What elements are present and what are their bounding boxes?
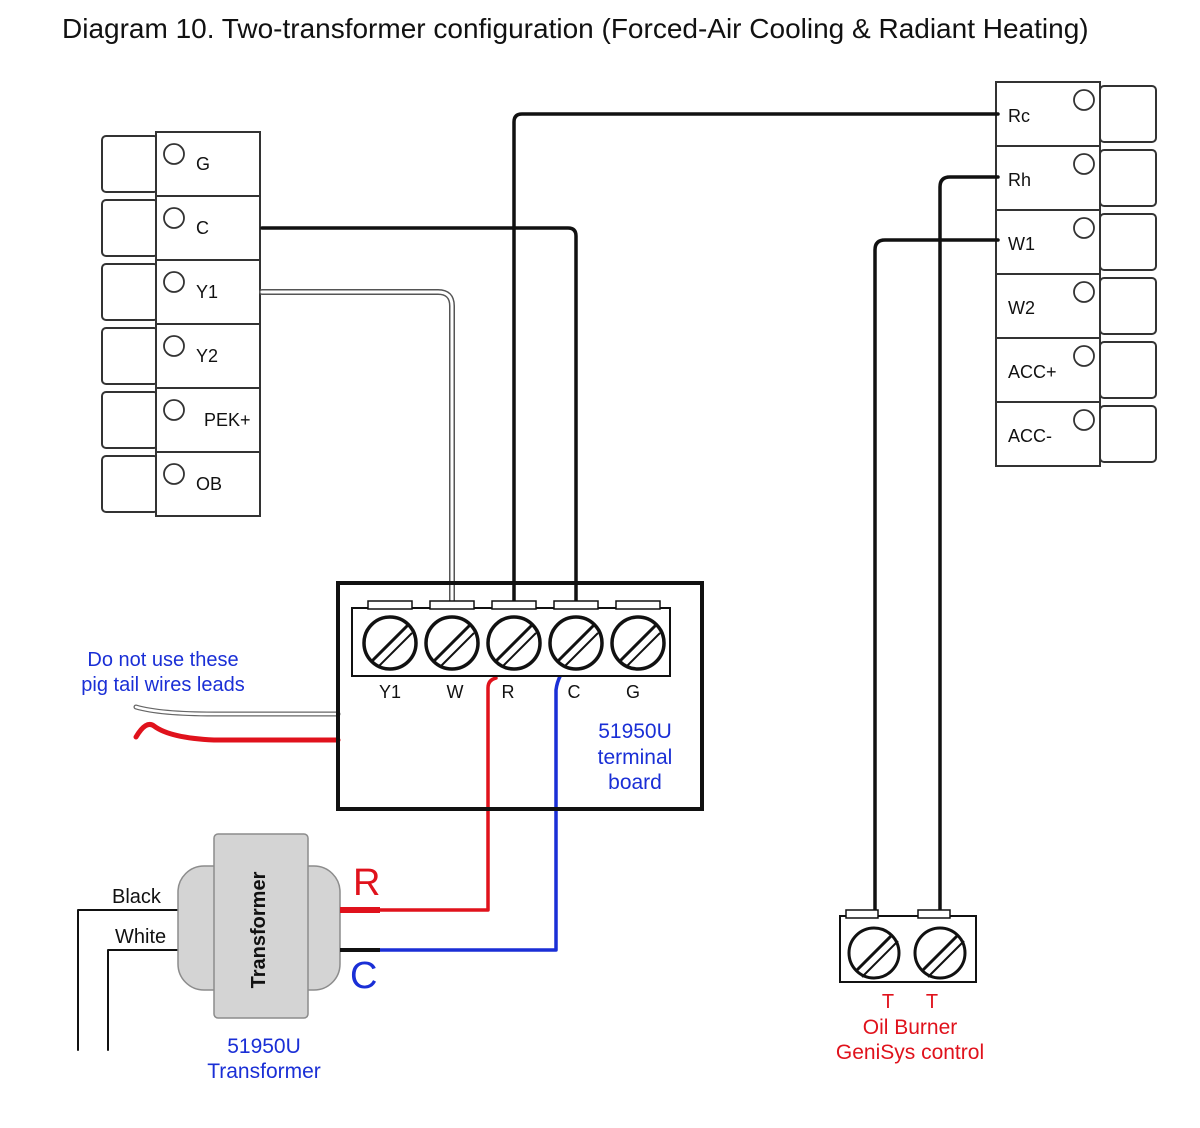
wire-line-white: [107, 949, 179, 1051]
oil-burner-terminal-t2: T: [926, 991, 938, 1013]
right-terminal-label: W1: [1008, 234, 1035, 254]
right-terminal-w2: W2: [995, 273, 1157, 339]
terminal-board-screws: [351, 600, 671, 677]
board-label-w: W: [447, 682, 464, 702]
wire-line-black: [77, 909, 179, 1051]
wire-y1-to-w-outline: [259, 289, 455, 608]
board-screw-5: [610, 600, 666, 671]
wire-c-to-c: [260, 226, 578, 607]
oil-burner-screw-1: [847, 926, 901, 980]
oil-burner-control: T T Oil Burner GeniSys control: [836, 909, 984, 1064]
diagram-title: Diagram 10. Two-transformer configuratio…: [62, 13, 1089, 44]
transformer-output-c: C: [350, 955, 377, 997]
terminal-board-caption-1: 51950U: [598, 720, 672, 743]
pigtail-white: [134, 705, 340, 716]
pigtail-note-line-2: pig tail wires leads: [81, 674, 244, 696]
transformer-output-r: R: [353, 862, 380, 904]
left-terminal-c: C: [101, 195, 261, 261]
transformer-input-black: Black: [112, 886, 162, 908]
board-label-y1: Y1: [379, 682, 401, 702]
terminal-board: Y1 W R C G 51950U terminal board: [336, 581, 704, 811]
right-terminal-acc-minus: ACC-: [995, 401, 1157, 467]
transformer-caption-2: Transformer: [207, 1060, 321, 1083]
wire-rh-to-t2: [938, 175, 1000, 917]
left-terminal-y1: Y1: [101, 259, 261, 325]
transformer-body-label: Transformer: [248, 871, 270, 988]
left-terminal-label: PEK+: [204, 410, 251, 430]
terminal-board-labels: Y1 W R C G: [379, 682, 640, 702]
left-terminal-pek-plus: PEK+: [101, 387, 261, 453]
board-screw-3: [486, 600, 542, 671]
oil-burner-screw-2: [913, 926, 967, 980]
oil-burner-caption-2: GeniSys control: [836, 1041, 984, 1064]
pigtail-note-line-1: Do not use these: [87, 649, 238, 671]
board-label-g: G: [626, 682, 640, 702]
transformer-caption-1: 51950U: [227, 1035, 301, 1058]
terminal-board-caption-2: terminal: [598, 746, 673, 769]
oil-burner-terminal-t1: T: [882, 991, 894, 1013]
right-terminal-label: Rh: [1008, 170, 1031, 190]
transformer: Transformer R C Black White 51950U Trans…: [112, 833, 380, 1083]
right-terminal-rc: Rc: [995, 81, 1157, 147]
wire-y1-to-w: [260, 290, 454, 607]
board-screw-2: [424, 600, 480, 671]
left-terminal-label: C: [196, 218, 209, 238]
right-terminal-label: Rc: [1008, 106, 1030, 126]
right-terminal-rh: Rh: [995, 145, 1157, 211]
left-terminal-label: Y1: [196, 282, 218, 302]
right-terminal-label: ACC-: [1008, 426, 1052, 446]
left-terminal-label: G: [196, 154, 210, 174]
wire-rc-to-r: [512, 112, 1000, 607]
left-terminal-label: Y2: [196, 346, 218, 366]
right-terminal-label: W2: [1008, 298, 1035, 318]
oil-burner-caption-1: Oil Burner: [863, 1016, 958, 1039]
left-terminal-y2: Y2: [101, 323, 261, 389]
board-screw-4: [548, 600, 604, 671]
left-terminal-label: OB: [196, 474, 222, 494]
transformer-input-white: White: [115, 926, 166, 948]
right-terminal-acc-plus: ACC+: [995, 337, 1157, 403]
pigtail-red: [133, 721, 341, 743]
board-screw-1: [362, 600, 418, 671]
wire-transformer-r: [348, 676, 498, 912]
right-terminal-w1: W1: [995, 209, 1157, 275]
left-terminal-ob: OB: [101, 451, 261, 517]
right-terminal-label: ACC+: [1008, 362, 1057, 382]
wire-w1-to-t1: [873, 238, 1000, 917]
board-label-c: C: [568, 682, 581, 702]
left-terminal-g: G: [101, 131, 261, 197]
board-label-r: R: [502, 682, 515, 702]
terminal-board-caption-3: board: [608, 771, 662, 794]
